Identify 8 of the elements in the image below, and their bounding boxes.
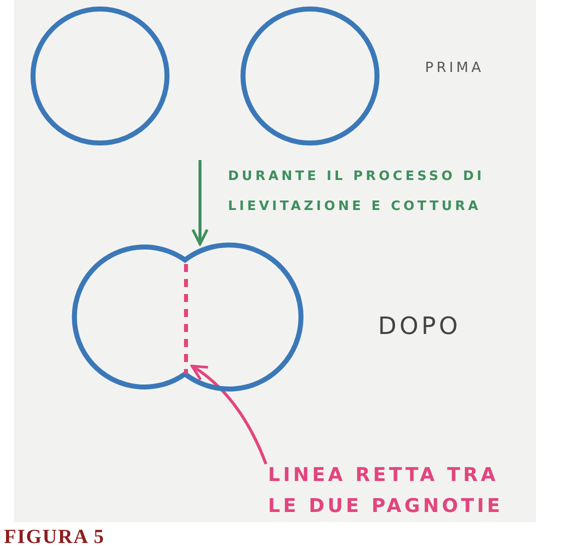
dough-ball-circle: [30, 6, 170, 146]
stage-label: DOPO: [378, 312, 461, 340]
callout-text: LINEA RETTA TRA LE DUE PAGNOTIE: [268, 460, 538, 522]
arrow: [190, 364, 268, 465]
figure-caption: FIGURA 5: [4, 526, 105, 549]
arrow: [191, 160, 209, 246]
stage-label: PRIMA: [425, 60, 484, 76]
dough-ball-circle: [240, 6, 380, 146]
